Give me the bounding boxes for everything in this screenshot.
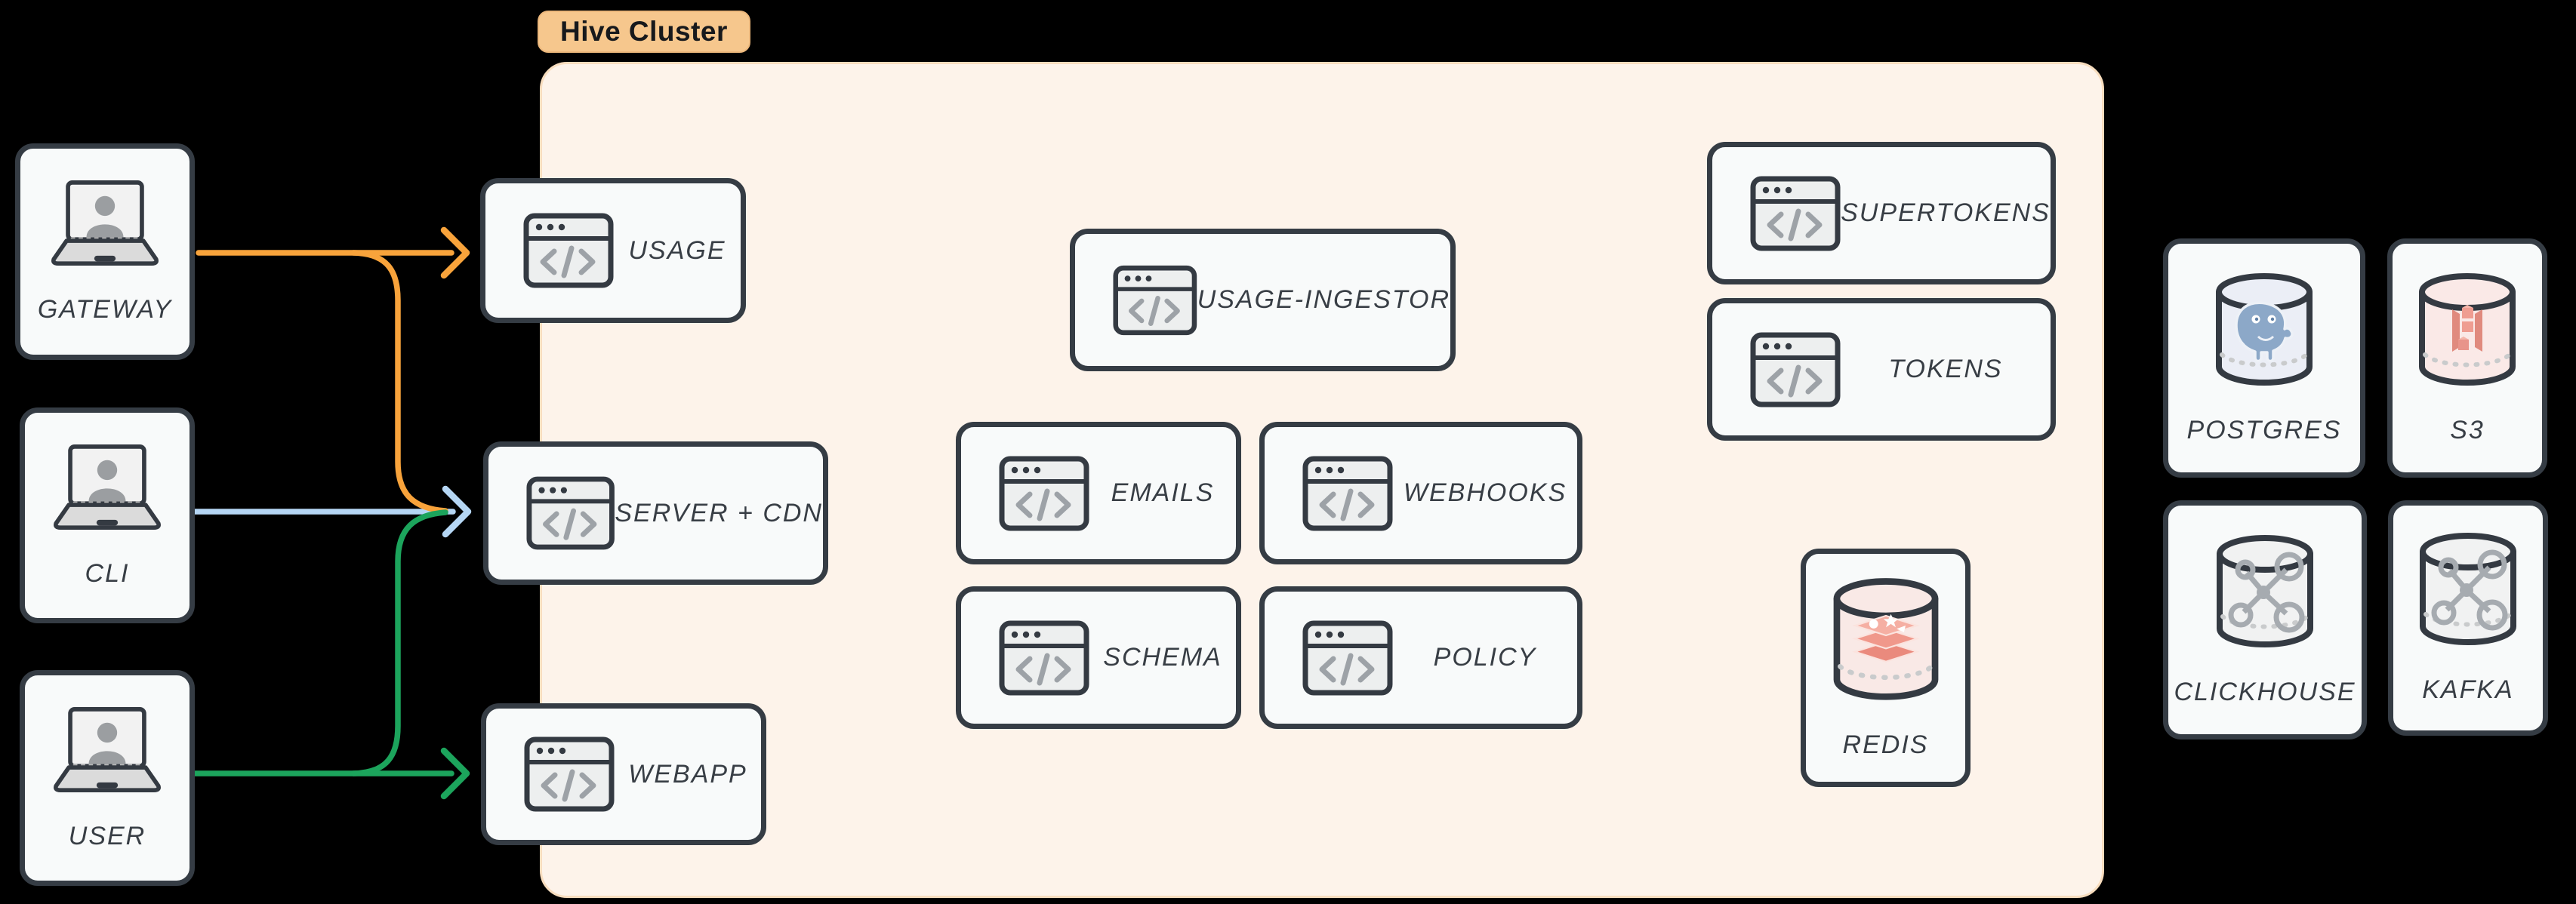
service-usage-ingestor-label: USAGE-INGESTOR [1197,285,1450,314]
service-webhooks-label: WEBHOOKS [1403,478,1567,507]
arrowhead-webapp [440,747,470,800]
datastore-postgres: POSTGRES [2163,238,2365,478]
service-usage-ingestor: USAGE-INGESTOR [1070,229,1456,371]
service-supertokens: SUPERTOKENS [1707,142,2056,284]
service-policy-label: POLICY [1433,643,1537,672]
service-server-cdn: SERVER + CDN [483,441,828,585]
code-window-icon [1750,176,1841,251]
hive-cluster-tag: Hive Cluster [538,11,750,53]
actor-user-label: USER [68,821,146,850]
code-window-icon [1113,263,1197,338]
actor-gateway-label: GATEWAY [37,295,173,324]
redis-database-icon [1829,577,1943,703]
code-window-icon [999,456,1089,531]
postgres-logo-icon [2235,301,2294,362]
datastore-s3: S3 [2387,238,2547,478]
service-emails: EMAILS [956,422,1241,564]
actor-gateway: GATEWAY [15,143,195,360]
service-policy: POLICY [1259,586,1582,729]
arrowhead-server-cdn [442,485,472,538]
service-webapp-label: WEBAPP [628,759,747,789]
kafka-database-icon [2415,531,2521,648]
service-webapp: WEBAPP [481,703,766,845]
s3-database-icon [2414,272,2520,389]
service-webhooks: WEBHOOKS [1259,422,1582,564]
edge-gateway-to-server-cdn [350,250,448,514]
datastore-clickhouse: CLICKHOUSE [2163,500,2367,739]
datastore-clickhouse-label: CLICKHOUSE [2174,677,2356,706]
code-window-icon [523,213,614,288]
hive-cluster-label: Hive Cluster [560,16,728,47]
service-server-cdn-label: SERVER + CDN [615,498,823,527]
code-window-icon [526,475,615,551]
datastore-s3-label: S3 [2450,415,2485,444]
laptop-user-icon [47,706,168,795]
datastore-redis-label: REDIS [1842,730,1929,759]
laptop-user-icon [47,443,168,532]
clickhouse-database-icon [2212,533,2318,650]
service-tokens-label: TOKENS [1888,355,2003,383]
service-schema-label: SCHEMA [1103,643,1222,672]
service-schema: SCHEMA [956,586,1241,729]
actor-user: USER [20,670,195,886]
code-window-icon [1302,620,1393,696]
service-tokens: TOKENS [1707,298,2056,441]
code-window-icon [1750,332,1841,407]
arrowhead-usage [440,226,470,279]
actor-cli: CLI [20,407,195,623]
laptop-user-icon [45,179,165,268]
service-supertokens-label: SUPERTOKENS [1841,198,2051,227]
code-window-icon [524,736,615,812]
actor-cli-label: CLI [85,558,130,588]
datastore-kafka-label: KAFKA [2422,675,2514,704]
redis-logo-icon [1851,613,1920,663]
service-emails-label: EMAILS [1111,478,1215,507]
code-window-icon [999,620,1089,696]
postgres-database-icon [2211,272,2317,389]
service-usage: USAGE [480,178,746,323]
edge-user-to-server-cdn [350,509,448,776]
code-window-icon [1302,456,1393,531]
datastore-redis: REDIS [1801,549,1971,787]
s3-logo-icon [2452,304,2482,352]
datastore-kafka: KAFKA [2388,500,2548,736]
datastore-postgres-label: POSTGRES [2186,415,2342,444]
service-usage-label: USAGE [628,235,726,265]
